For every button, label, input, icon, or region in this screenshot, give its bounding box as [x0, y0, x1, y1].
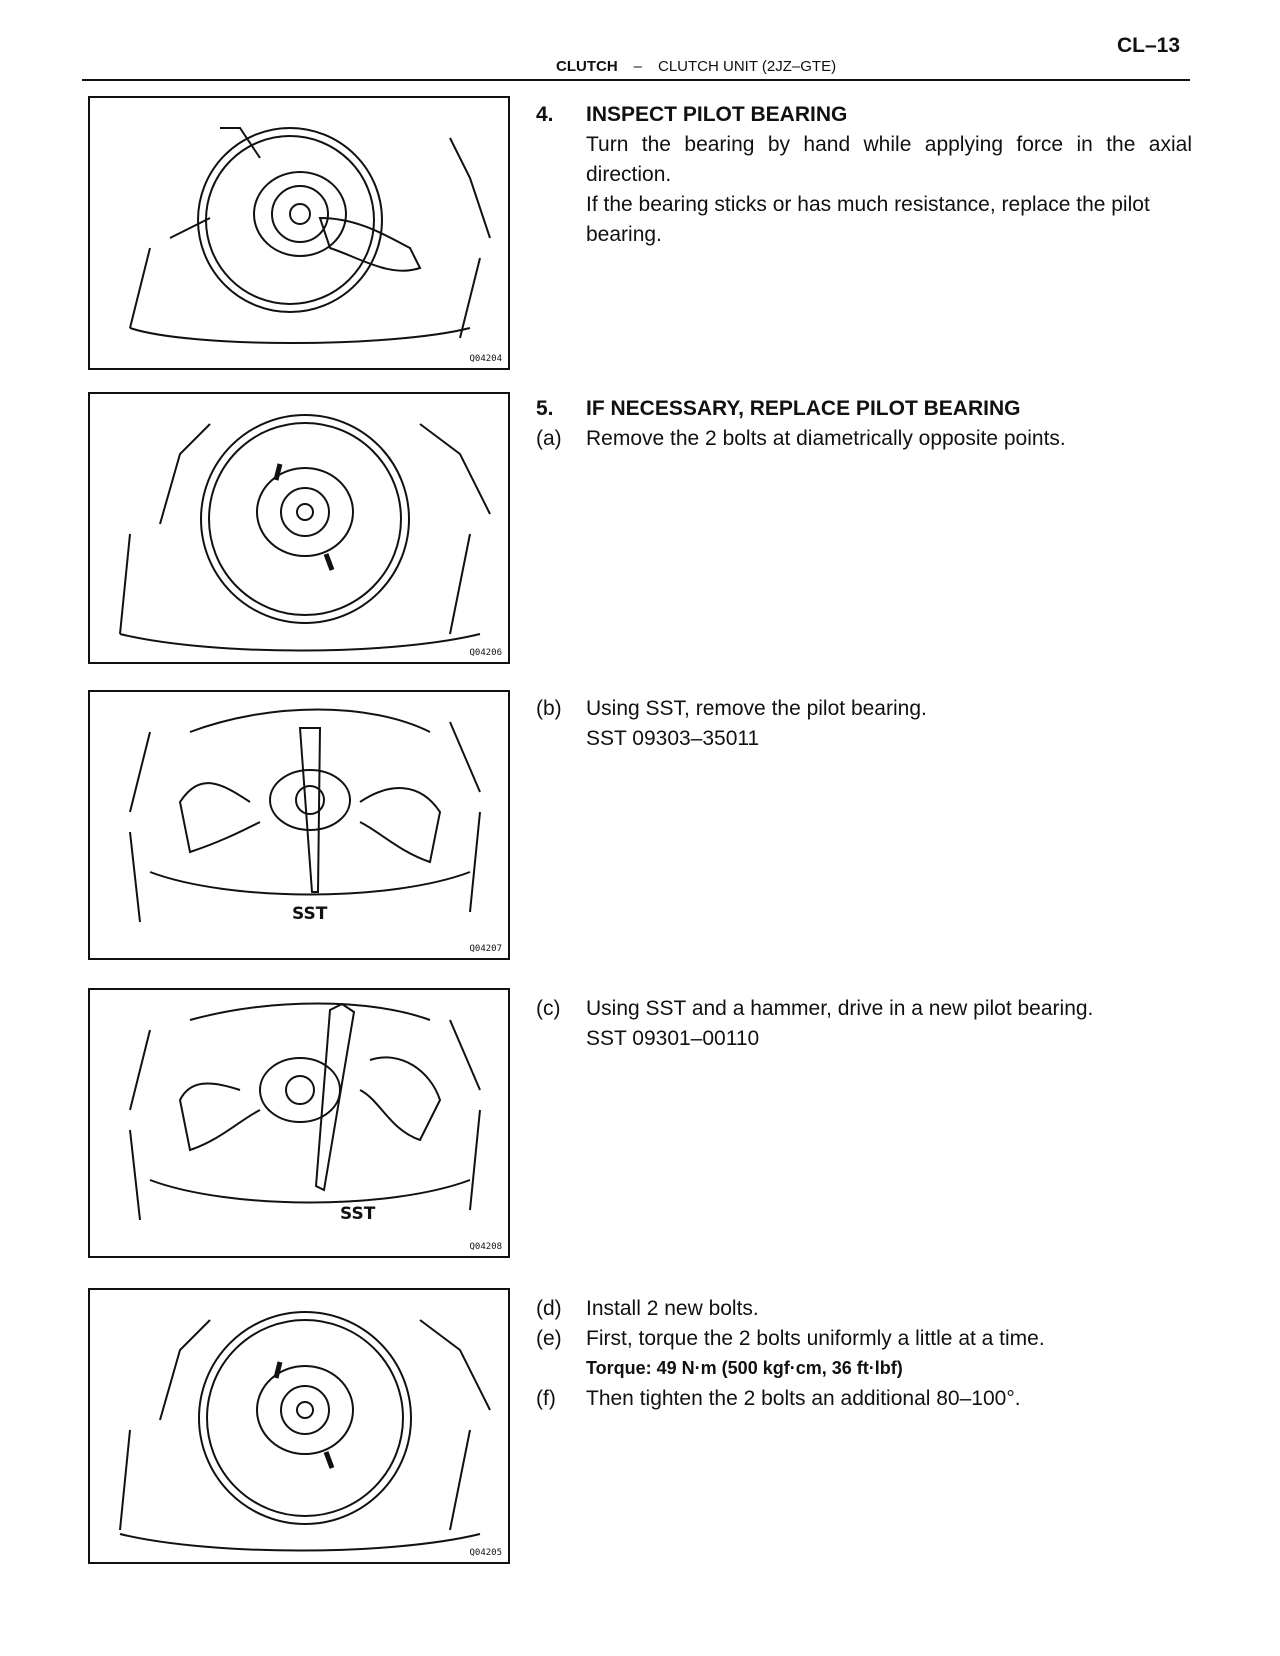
flywheel-torque-illustration	[119, 1311, 491, 1552]
step-number: 5.	[536, 397, 554, 420]
figure-code: Q04207	[469, 944, 502, 954]
step-number: 4.	[536, 103, 554, 126]
sst-number: SST 09303–35011	[586, 727, 760, 750]
substep-label: (e)	[536, 1327, 562, 1350]
substep-f: (f) Then tighten the 2 bolts an addition…	[536, 1384, 1192, 1414]
sst-callout: SST	[340, 1204, 376, 1224]
substep-a: (a) Remove the 2 bolts at diametrically …	[536, 424, 1192, 454]
running-header: CLUTCH–CLUTCH UNIT (2JZ–GTE)	[556, 58, 836, 75]
figure-inspect-pilot-bearing: Q04204	[88, 96, 510, 370]
flywheel-hand-illustration	[129, 127, 491, 344]
bearing-puller-illustration	[129, 708, 481, 923]
section-title: CLUTCH	[556, 58, 618, 75]
substep-label: (c)	[536, 997, 561, 1020]
substep-e: (e) First, torque the 2 bolts uniformly …	[536, 1324, 1192, 1382]
substep-text: Then tighten the 2 bolts an additional 8…	[586, 1387, 1021, 1410]
page-number: CL–13	[1116, 34, 1180, 57]
step-text: Turn the bearing by hand while applying …	[586, 133, 1192, 186]
substep-text: Remove the 2 bolts at diametrically oppo…	[586, 427, 1066, 450]
substep-c: (c) Using SST and a hammer, drive in a n…	[536, 994, 1192, 1054]
figure-code: Q04208	[469, 1242, 502, 1252]
subsection-title: CLUTCH UNIT (2JZ–GTE)	[658, 58, 837, 75]
header-rule	[82, 79, 1190, 81]
header-separator: –	[633, 58, 642, 75]
sst-number: SST 09301–00110	[586, 1027, 760, 1050]
figure-remove-bearing-sst: SST Q04207	[88, 690, 510, 960]
torque-spec: Torque: 49 N·m (500 kgf·cm, 36 ft·lbf)	[586, 1358, 903, 1378]
substep-text: Using SST, remove the pilot bearing.	[586, 697, 927, 720]
figure-torque-bolts: Q04205	[88, 1288, 510, 1564]
substep-label: (d)	[536, 1297, 562, 1320]
step-heading: INSPECT PILOT BEARING	[586, 103, 848, 126]
substep-text: Install 2 new bolts.	[586, 1297, 759, 1320]
step-4: 4. INSPECT PILOT BEARING Turn the bearin…	[536, 100, 1192, 250]
substep-label: (b)	[536, 697, 562, 720]
substep-label: (a)	[536, 427, 562, 450]
figure-install-bearing-sst: SST Q04208	[88, 988, 510, 1258]
figure-remove-bolts: Q04206	[88, 392, 510, 664]
substep-text: Using SST and a hammer, drive in a new p…	[586, 997, 1094, 1020]
sst-callout: SST	[292, 904, 328, 924]
figure-code: Q04205	[469, 1548, 502, 1558]
bearing-driver-illustration	[129, 1002, 481, 1221]
flywheel-bolts-illustration	[119, 414, 491, 652]
step-heading: IF NECESSARY, REPLACE PILOT BEARING	[586, 397, 1021, 420]
substep-d: (d) Install 2 new bolts.	[536, 1294, 1192, 1324]
substep-label: (f)	[536, 1387, 556, 1410]
step-5: 5. IF NECESSARY, REPLACE PILOT BEARING	[536, 394, 1192, 424]
substep-b: (b) Using SST, remove the pilot bearing.…	[536, 694, 1192, 754]
step-text: If the bearing sticks or has much resist…	[586, 193, 1150, 246]
figure-code: Q04206	[469, 648, 502, 658]
figure-code: Q04204	[469, 354, 502, 364]
substep-text: First, torque the 2 bolts uniformly a li…	[586, 1327, 1045, 1350]
